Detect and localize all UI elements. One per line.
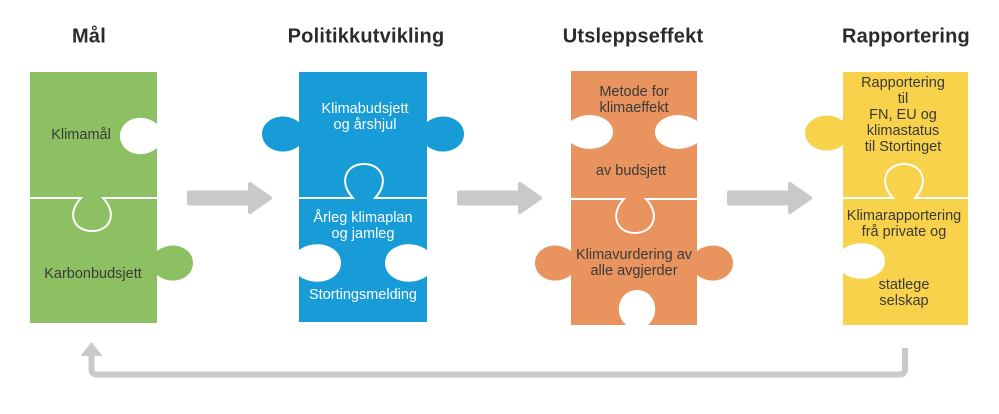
column-header-rapportering: Rapportering [842,25,970,48]
label-arleg-klimaplan-og-jamleg: Årleg klimaplan og jamleg [313,210,413,242]
column-header-politikkutvikling: Politikkutvikling [287,25,445,48]
label-stortingsmelding: Stortingsmelding [309,287,417,303]
label-klimamal: Klimamål [51,127,111,143]
feedback-arrow-icon [80,342,908,378]
puzzle-divider-rapportering [843,162,968,199]
puzzle-divider-politikkutvikling [299,162,427,199]
puzzle-socket-utsleppseffekt-left [567,115,613,149]
label-klimarapportering-fra-private: Klimarapportering frå private og [846,208,962,240]
column-header-mal: Mål [72,25,106,48]
puzzle-divider-mal [30,197,157,233]
puzzle-piece-rapportering [805,72,968,325]
label-klimabudsjett-og-arshjul: Klimabudsjett og årshjul [321,101,409,133]
label-metode-for-klimaeffekt: Metode for klimaeffekt [599,84,669,116]
puzzle-socket-mal-right [120,117,161,155]
column-header-utsleppseffekt: Utsleppseffekt [562,25,704,48]
puzzle-socket-rapportering-left [839,243,885,279]
puzzle-piece-mal [30,72,193,323]
label-statlege-selskap: statlege selskap [878,277,930,309]
puzzle-socket-politikkutvikling-right [385,244,431,282]
puzzle-divider-utsleppseffekt [571,198,697,235]
puzzle-socket-politikkutvikling-left [295,244,341,282]
feedback-arrow-line [88,348,908,378]
label-rapportering-til-fn-eu: Rapportering til FN, EU og klimastatus t… [861,75,945,155]
flow-arrow-2-icon [457,182,542,214]
label-klimavurdering-av-alle-avgjerder: Klimavurdering av alle avgjerder [575,247,693,279]
label-karbonbudsjett: Karbonbudsjett [44,266,142,282]
puzzle-socket-utsleppseffekt-bottom [618,290,656,329]
feedback-arrow-head [80,342,103,356]
puzzle-piece-utsleppseffekt [535,71,733,329]
flow-arrow-3-icon [727,182,812,214]
puzzle-socket-utsleppseffekt-right [655,115,701,149]
label-av-budsjett: av budsjett [595,163,667,179]
puzzle-piece-politikkutvikling [262,72,464,322]
flow-arrow-1-icon [187,182,272,214]
